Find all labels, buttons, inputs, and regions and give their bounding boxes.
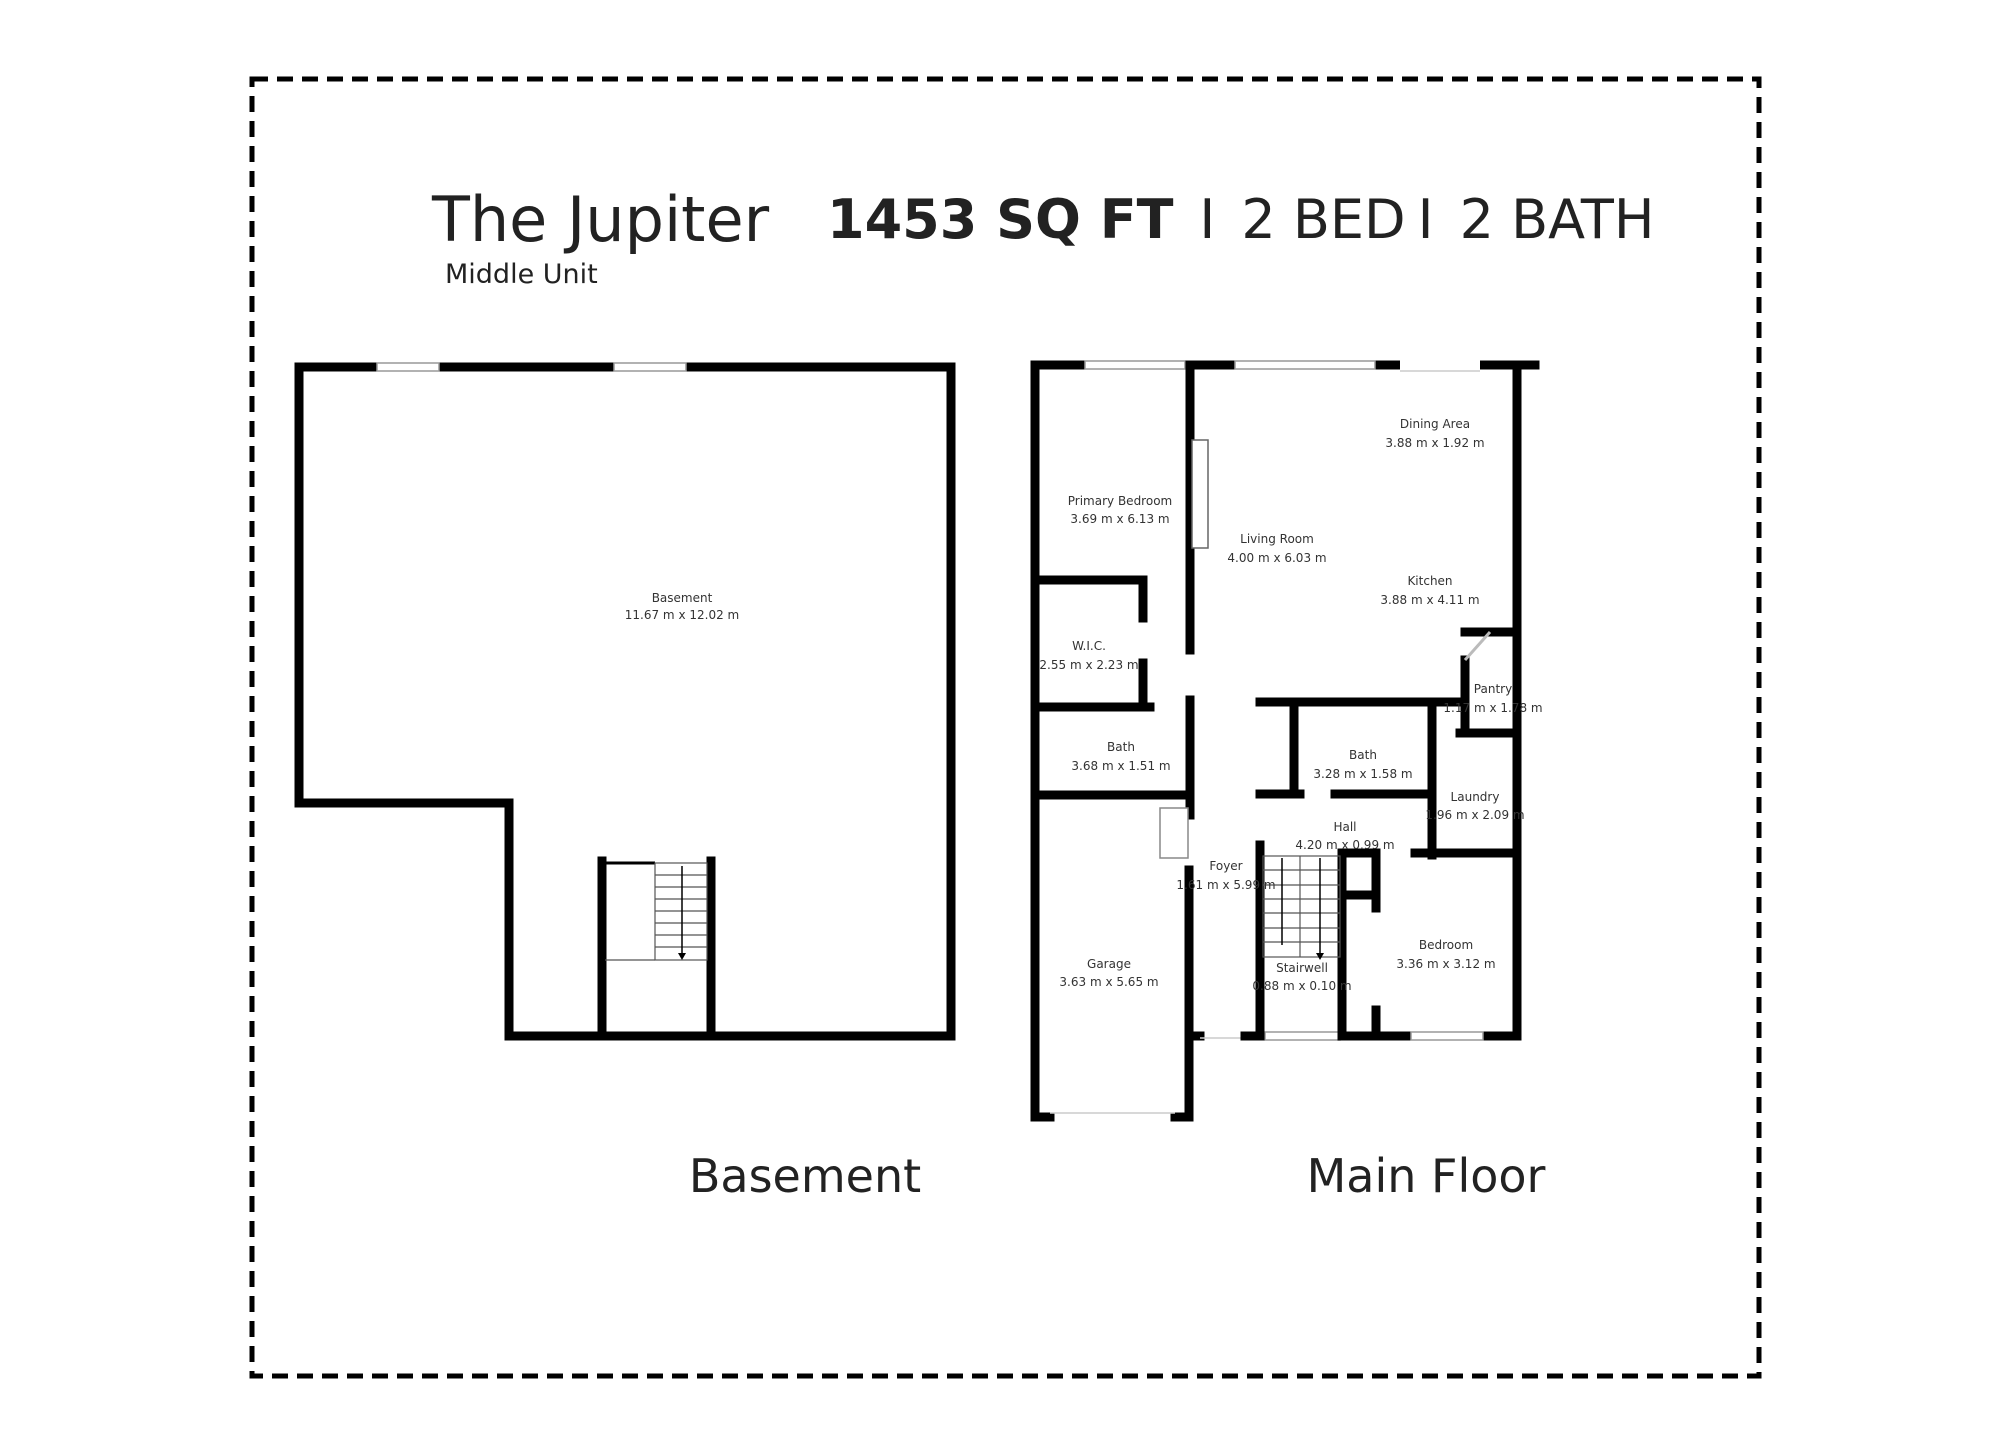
plan-subtitle: Middle Unit	[445, 259, 598, 290]
plan-title: The Jupiter	[431, 183, 770, 256]
window	[1410, 1031, 1484, 1041]
room-dims: 3.69 m x 6.13 m	[1070, 512, 1169, 526]
room-name: Foyer	[1209, 859, 1242, 873]
room-name: Kitchen	[1407, 574, 1452, 588]
room-dims: 4.20 m x 0.99 m	[1295, 838, 1394, 852]
room-name: Pantry	[1474, 682, 1512, 696]
room-dims: 2.55 m x 2.23 m	[1039, 658, 1138, 672]
window	[1084, 360, 1186, 370]
room-dims: 3.28 m x 1.58 m	[1313, 767, 1412, 781]
room-dims: 4.00 m x 6.03 m	[1227, 551, 1326, 565]
room-name: Dining Area	[1400, 417, 1470, 431]
room-name: Laundry	[1451, 790, 1500, 804]
main-floor-caption: Main Floor	[1307, 1149, 1546, 1203]
window	[376, 362, 440, 372]
main-floor-plan: Primary Bedroom 3.69 m x 6.13 m Living R…	[1030, 360, 1543, 1122]
separator: I	[1199, 188, 1215, 251]
area-text: 1453 SQ FT	[827, 188, 1174, 251]
room-name: Bath	[1107, 740, 1135, 754]
basement-plan: Basement 11.67 m x 12.02 m	[294, 362, 956, 1041]
basement-caption: Basement	[689, 1149, 921, 1203]
baths-text: 2 BATH	[1460, 188, 1655, 251]
main-stairs	[1262, 855, 1341, 960]
dashed-border	[249, 76, 1762, 1379]
window	[613, 362, 687, 372]
room-dims: 0.88 m x 0.10 m	[1252, 979, 1351, 993]
window	[1264, 1031, 1341, 1041]
beds-text: 2 BED	[1241, 188, 1405, 251]
room-name: Primary Bedroom	[1068, 494, 1172, 508]
room-name: Bedroom	[1419, 938, 1473, 952]
room-dims: 1.61 m x 5.99 m	[1176, 878, 1275, 892]
room-dims: 3.63 m x 5.65 m	[1059, 975, 1158, 989]
room-name: W.I.C.	[1072, 639, 1106, 653]
room-dims: 3.68 m x 1.51 m	[1071, 759, 1170, 773]
window	[1234, 360, 1376, 370]
separator: I	[1418, 188, 1434, 251]
room-name: Hall	[1333, 820, 1356, 834]
basement-stairs	[605, 862, 708, 961]
room-name: Garage	[1087, 957, 1131, 971]
basement-walls	[294, 362, 956, 1041]
garage-steps	[1159, 807, 1189, 859]
room-name: Bath	[1349, 748, 1377, 762]
room-name: Living Room	[1240, 532, 1314, 546]
room-name: Basement	[652, 591, 713, 605]
room-dims: 3.88 m x 4.11 m	[1380, 593, 1479, 607]
room-dims: 3.88 m x 1.92 m	[1385, 436, 1484, 450]
room-dims: 1.96 m x 2.09 m	[1425, 808, 1524, 822]
fireplace	[1191, 439, 1209, 549]
room-dims: 3.36 m x 3.12 m	[1396, 957, 1495, 971]
room-dims: 11.67 m x 12.02 m	[625, 608, 739, 622]
opening	[1400, 360, 1480, 370]
room-dims: 1.17 m x 1.78 m	[1443, 701, 1542, 715]
room-name: Stairwell	[1276, 961, 1328, 975]
